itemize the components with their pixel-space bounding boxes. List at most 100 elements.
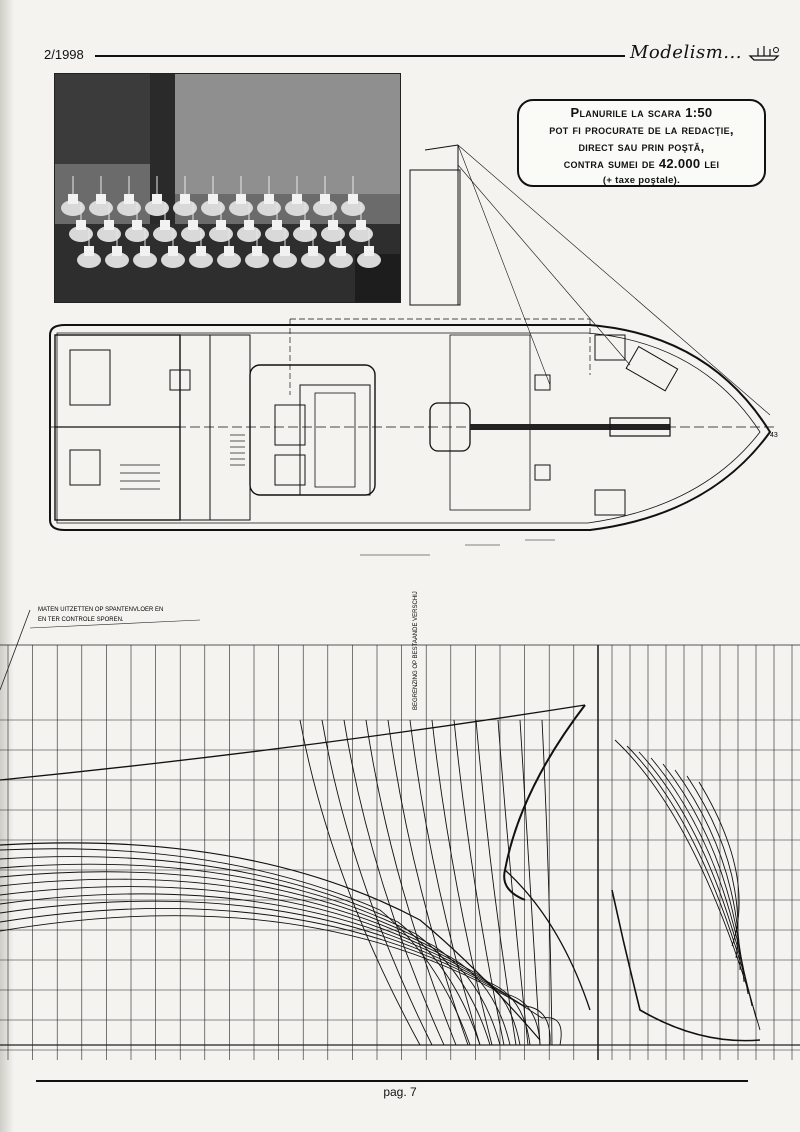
model-boat-cabin [348,194,358,204]
deck-plan-drawing: 43 [49,144,778,556]
model-boat [321,226,345,242]
notice-line-4: contra sumei de 42.000 lei [563,156,720,171]
lines-note-1: MATEN UITZETTEN OP SPANTENVLOER EN [38,607,163,613]
buttock-line [409,719,481,1046]
model-boat [209,226,233,242]
model-boat-cabin [140,246,150,256]
lines-plan-drawing: MATEN UITZETTEN OP SPANTENVLOER EN EN TE… [0,591,800,1060]
model-boat [265,226,289,242]
model-boat [69,226,93,242]
model-boat-cabin [224,246,234,256]
model-boat [329,252,353,268]
model-boat [293,226,317,242]
waterline-curve [0,856,481,1046]
model-boat-cabin [364,246,374,256]
waterline-curve [0,871,501,1046]
model-boat-cabin [336,246,346,256]
model-boat-cabin [132,220,142,230]
buttock-line [431,719,493,1046]
notice-line-5: (+ taxe poştale). [602,175,681,186]
model-boat-cabin [280,246,290,256]
model-boat-cabin [300,220,310,230]
buttock-line [321,719,433,1046]
plans-order-notice: Planurile la scara 1:50 pot fi procurate… [517,99,766,187]
model-boat-cabin [104,220,114,230]
model-boat [97,226,121,242]
model-boat-cabin [124,194,134,204]
model-boat [61,200,85,216]
model-boat-cabin [320,194,330,204]
waterline-curve [0,900,541,1046]
notice-line-3: direct sau prin poştă, [578,139,705,154]
model-boat-cabin [180,194,190,204]
model-boat-cabin [168,246,178,256]
notice-line-2: pot fi procurate de la redacţie, [549,122,734,137]
model-boat [189,252,213,268]
model-boat-cabin [188,220,198,230]
model-boat [341,200,365,216]
body-plan-section [686,775,739,959]
model-boat-cabin [216,220,226,230]
bow-profile [504,869,591,1011]
logo-text: Modelism... [630,42,742,63]
note-underline [29,619,201,629]
buttock-line [519,719,541,1046]
model-boat [89,200,113,216]
model-boat [181,226,205,242]
waterline-curve [0,878,511,1046]
model-boat [173,200,197,216]
model-boat-cabin [292,194,302,204]
model-boat [285,200,309,216]
model-boat [105,252,129,268]
model-boat-cabin [76,220,86,230]
footer-rule [36,1080,748,1082]
model-boat-cabin [208,194,218,204]
header-rule [95,55,625,57]
stem-profile [503,704,586,901]
model-boats-photo [54,73,401,303]
waterline-curve [0,908,551,1046]
model-boat [201,200,225,216]
model-boat [237,226,261,242]
leader-line [0,609,31,691]
buttock-line [365,719,457,1046]
magazine-logo: Modelism... [630,42,782,63]
model-boat [273,252,297,268]
waterline-curve [0,915,562,1046]
logo-ship-icon [748,46,780,61]
model-boat-cabin [96,194,106,204]
lines-note-2: EN TER CONTROLE SPOREN. [38,617,124,623]
sheer-line [0,704,586,781]
model-boat-cabin [196,246,206,256]
lines-vertical-note: BEGRENZING OP BESTAANDE VERSCHIJ [413,591,419,710]
model-boat [313,200,337,216]
model-boat-cabin [308,246,318,256]
buttock-line [541,719,553,1046]
model-boat-cabin [272,220,282,230]
model-boat [245,252,269,268]
model-boat-cabin [328,220,338,230]
model-boat [161,252,185,268]
model-boat [217,252,241,268]
body-plan-keel [611,889,761,1042]
page-number: pag. 7 [383,1085,417,1099]
model-boat [349,226,373,242]
model-boat-cabin [252,246,262,256]
buttock-line [497,719,529,1046]
waterline-curve [0,848,471,1046]
model-boat-cabin [236,194,246,204]
model-boat-cabin [160,220,170,230]
model-boat-cabin [264,194,274,204]
notice-line-1: Planurile la scara 1:50 [570,105,713,120]
buttock-line [453,719,505,1046]
buttock-line [387,719,469,1046]
model-boat-cabin [152,194,162,204]
page-edge-shadow [0,0,14,1132]
model-boat-cabin [68,194,78,204]
waterline-curve [0,893,531,1046]
body-plan-section [698,781,740,947]
buttock-line [475,719,517,1046]
plan-station-number: 43 [770,432,778,439]
model-boat-cabin [356,220,366,230]
